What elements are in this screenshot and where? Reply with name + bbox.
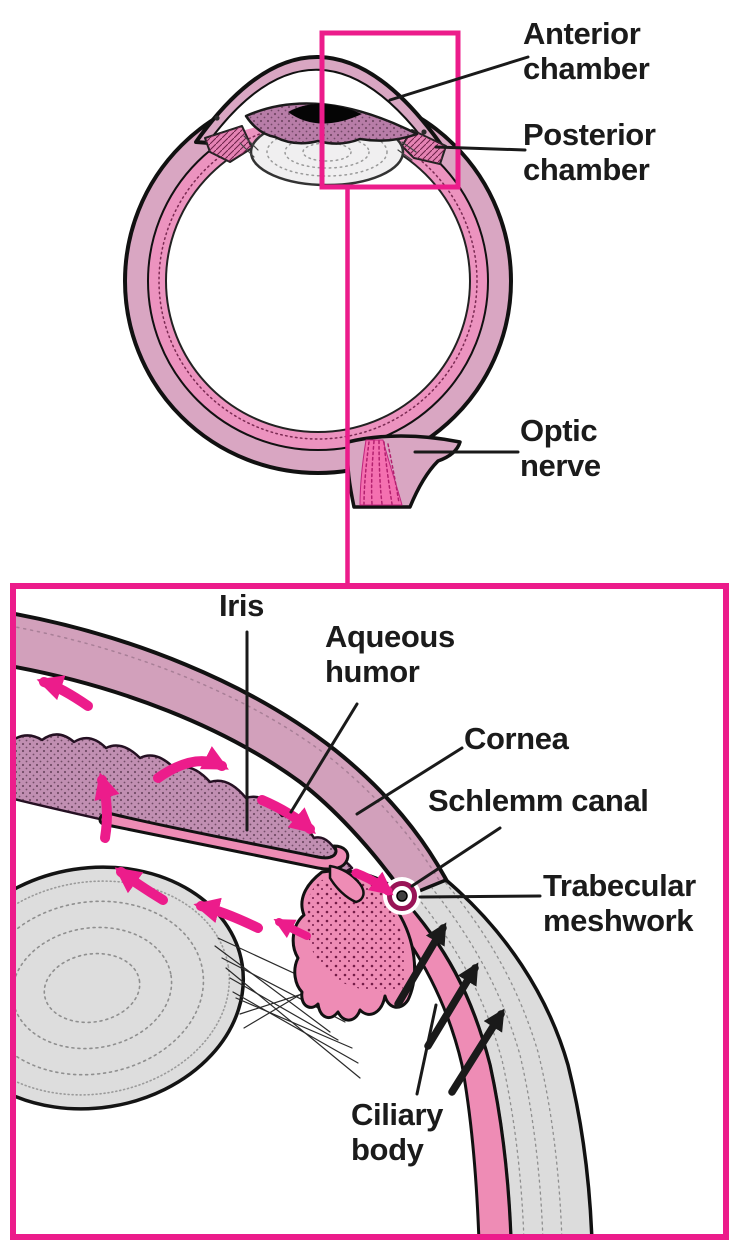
- ciliary-wedge-right-hatch: [402, 130, 446, 164]
- label-schlemm-canal: Schlemm canal: [428, 783, 649, 818]
- aqueous-flow-arrow: [273, 918, 311, 940]
- label-iris: Iris: [219, 588, 264, 623]
- iris-underside-band: [98, 812, 350, 871]
- lens-contour: [16, 900, 205, 1076]
- leader-ciliary-body: [415, 1003, 438, 1096]
- leader-schlemm-canal: [410, 826, 502, 888]
- aqueous-flow-arrow: [193, 897, 263, 933]
- zonule-fibers-overview: [239, 135, 417, 161]
- inset-border: [10, 583, 729, 1240]
- ciliary-wedge-left-hatch: [205, 126, 252, 162]
- optic-nerve-striations: [363, 440, 400, 505]
- lens-group: [16, 865, 246, 1111]
- scleral-spur-dot-right: [421, 129, 427, 135]
- aqueous-flow-arrows: [36, 675, 394, 940]
- label-cornea: Cornea: [464, 721, 569, 756]
- aqueous-flow-arrow: [36, 675, 93, 711]
- sclera-striations: [417, 881, 563, 1234]
- label-ciliary-body: Ciliary body: [351, 1097, 443, 1168]
- iris-stipple: [16, 734, 352, 872]
- leader-trabecular-meshwork: [418, 894, 542, 899]
- lens-contour: [43, 952, 141, 1024]
- pupil: [288, 103, 362, 124]
- inset-anterior-angle-diagram: [16, 612, 594, 1234]
- iris-overview-stipple: [246, 103, 417, 144]
- lens-contour: [302, 142, 352, 162]
- lens-contour: [266, 127, 388, 177]
- overview-eye-diagram: [123, 55, 513, 509]
- aqueous-flow-arrow: [257, 795, 316, 835]
- iris-root: [328, 864, 365, 904]
- label-anterior-chamber: Anterior chamber: [523, 16, 650, 87]
- lens-rim-stipple: [16, 880, 231, 1096]
- scleral-spur-dot-left: [214, 115, 220, 121]
- label-trabecular-meshwork: Trabecular meshwork: [543, 868, 696, 939]
- leader-posterior-chamber: [434, 145, 527, 152]
- optic-nerve-core: [359, 439, 403, 506]
- overview-leader-lines: [388, 55, 530, 454]
- aqueous-flow-arrow: [351, 868, 394, 896]
- lens-contour: [16, 926, 173, 1050]
- aqueous-flow-arrow: [153, 746, 229, 783]
- outflow-arrow: [448, 1008, 505, 1096]
- label-posterior-chamber: Posterior chamber: [523, 117, 656, 188]
- label-aqueous-humor: Aqueous humor: [325, 619, 455, 690]
- leader-cornea: [355, 746, 464, 816]
- outflow-arrow: [394, 922, 447, 1008]
- outflow-arrow: [424, 962, 479, 1050]
- magnifier-rect: [319, 30, 461, 190]
- leader-anterior-chamber: [388, 55, 530, 102]
- aqueous-flow-arrow: [94, 772, 120, 843]
- ciliary-body-stipple: [307, 878, 407, 992]
- lens-shape: [16, 865, 246, 1111]
- leader-aqueous-humor: [289, 702, 359, 814]
- inset-leader-lines: [245, 630, 542, 1096]
- label-optic-nerve: Optic nerve: [520, 413, 601, 484]
- aqueous-flow-arrow: [114, 867, 168, 905]
- outflow-arrows: [394, 922, 505, 1096]
